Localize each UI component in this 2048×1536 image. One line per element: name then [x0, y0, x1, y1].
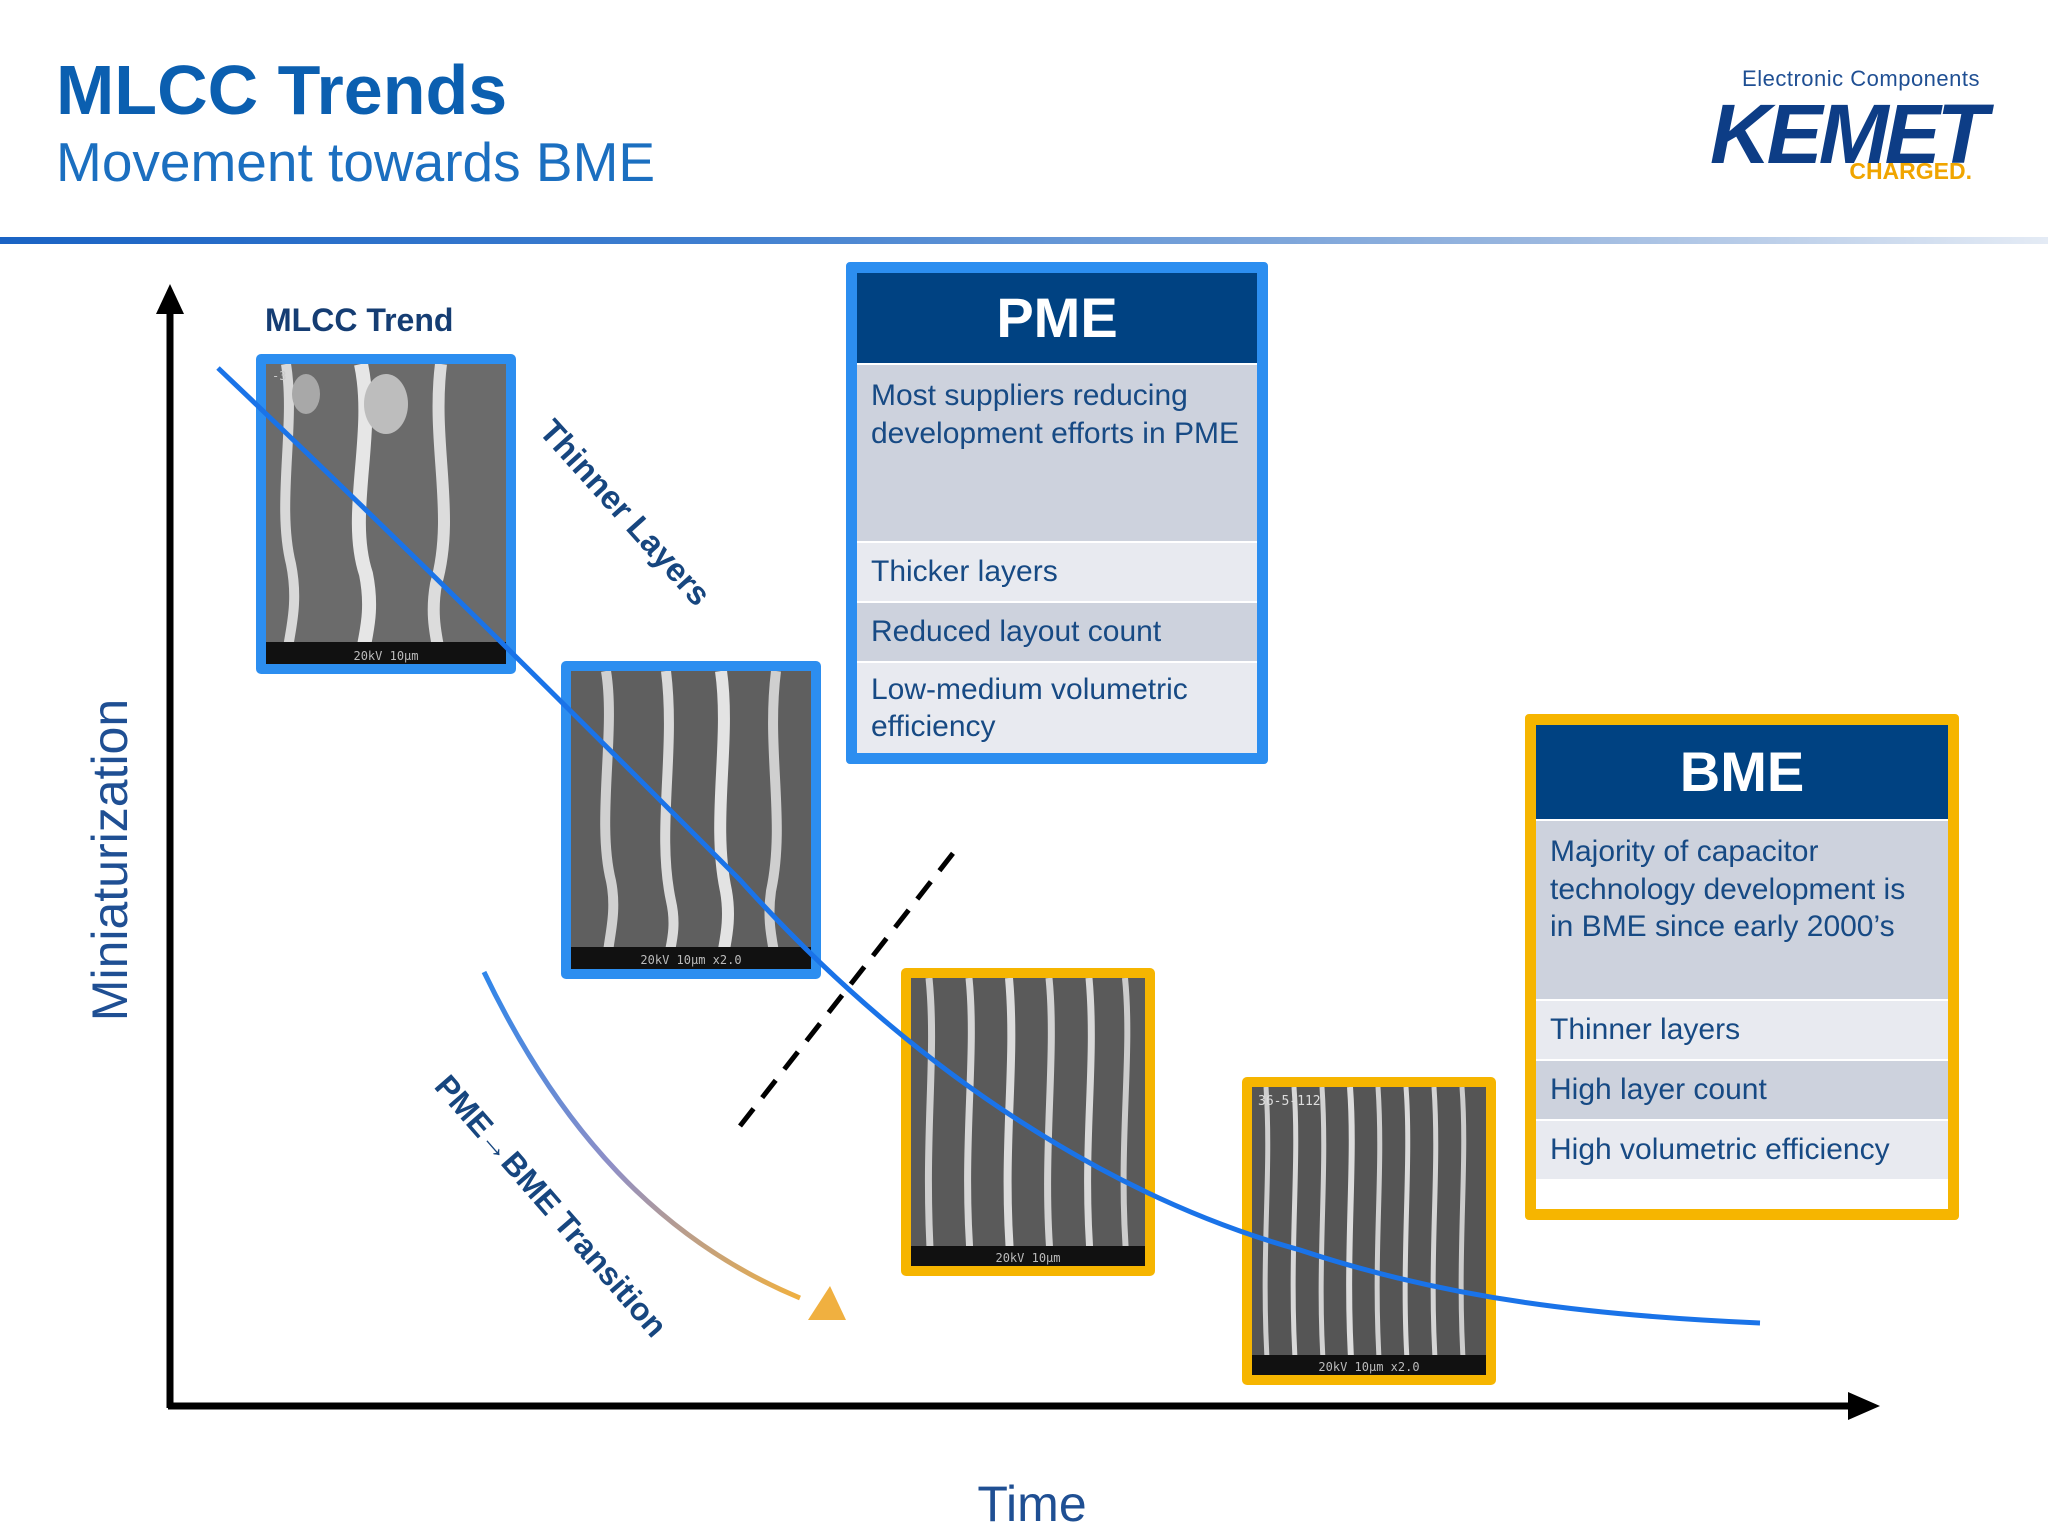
- logo-tagline: Electronic Components: [1742, 66, 1980, 91]
- micrograph-scale-text: 20kV 10µm: [995, 1251, 1060, 1265]
- kemet-logo: Electronic Components KEMET CHARGED.: [1692, 66, 1992, 196]
- y-axis-label: Miniaturization: [82, 698, 138, 1022]
- micrograph-pme-2: 20kV 10µm x2.0: [561, 661, 821, 979]
- micrograph-corner-text: 36-5-112: [1258, 1094, 1321, 1109]
- bme-point-high-layer-count: High layer count: [1536, 1059, 1948, 1119]
- bme-info-box: BME Majority of capacitor technology dev…: [1525, 714, 1959, 1220]
- slide-title: MLCC Trends: [56, 51, 508, 129]
- slide-subtitle: Movement towards BME: [56, 131, 656, 193]
- transition-arrow-head: [808, 1286, 846, 1320]
- micrograph-scale-text: 20kV 10µm x2.0: [1318, 1360, 1419, 1374]
- bme-point-thinner-layers: Thinner layers: [1536, 999, 1948, 1059]
- micrograph-pme-1: 20kV 10µm -3: [256, 354, 516, 674]
- micrograph-bme-1: 20kV 10µm: [901, 968, 1155, 1276]
- micrograph-scale-text: 20kV 10µm x2.0: [640, 953, 741, 967]
- bme-box-title: BME: [1536, 725, 1948, 819]
- pme-point-volumetric-efficiency: Low-medium volumetric efficiency: [857, 661, 1257, 753]
- x-axis-arrowhead: [1848, 1392, 1880, 1420]
- logo-slogan: CHARGED.: [1849, 158, 1972, 184]
- bme-point-volumetric-efficiency: High volumetric efficiency: [1536, 1119, 1948, 1179]
- header-divider: [0, 237, 2048, 244]
- micrograph-bme-2: 20kV 10µm x2.0 36-5-112: [1242, 1077, 1496, 1385]
- micrograph-corner-text: -3: [272, 369, 286, 383]
- x-axis-label: Time: [977, 1476, 1087, 1532]
- pme-box-title: PME: [857, 273, 1257, 363]
- pme-info-box: PME Most suppliers reducing development …: [846, 262, 1268, 764]
- y-axis-arrowhead: [156, 284, 184, 314]
- logo-name: KEMET: [1710, 87, 1988, 181]
- micrograph-scale-text: 20kV 10µm: [353, 649, 418, 663]
- mlcc-trend-label: MLCC Trend: [265, 302, 454, 338]
- pme-point-reduced-layout-count: Reduced layout count: [857, 601, 1257, 661]
- pme-point-thicker-layers: Thicker layers: [857, 541, 1257, 601]
- pme-box-description: Most suppliers reducing development effo…: [857, 363, 1257, 541]
- bme-box-description: Majority of capacitor technology develop…: [1536, 819, 1948, 999]
- transition-arrow: [481, 970, 801, 1301]
